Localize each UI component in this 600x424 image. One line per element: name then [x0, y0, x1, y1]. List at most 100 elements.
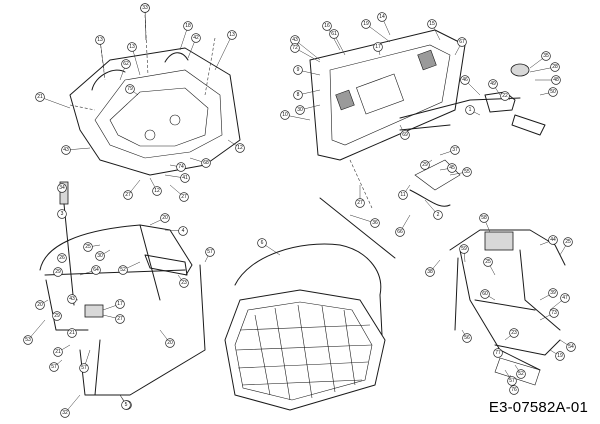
callout-circle: [395, 227, 405, 237]
callout-circle: [53, 267, 63, 277]
callout-89: 56: [462, 333, 472, 343]
callout-71: 36: [370, 218, 380, 228]
callout-circle: [293, 90, 303, 100]
callout-44: 15: [427, 19, 437, 29]
callout-circle: [295, 105, 305, 115]
callout-circle: [373, 42, 383, 52]
callout-22: 25: [83, 242, 93, 252]
callout-49: 61: [329, 29, 339, 39]
callout-circle: [57, 183, 67, 193]
callout-label: 57: [207, 249, 213, 255]
callout-23: 30: [95, 251, 105, 261]
callout-circle: [53, 347, 63, 357]
callout-label: 49: [490, 81, 496, 87]
callout-60: 22: [500, 91, 510, 101]
callout-label: 57: [509, 378, 515, 384]
callout-14: 41: [180, 173, 190, 183]
callout-70: 66: [395, 227, 405, 237]
callout-37: 21: [53, 347, 63, 357]
callout-circle: [425, 267, 435, 277]
callout-circle: [516, 369, 526, 379]
callout-label: 48: [553, 77, 559, 83]
callout-label: 18: [185, 23, 191, 29]
callout-59: 49: [488, 79, 498, 89]
callout-label: 47: [562, 295, 568, 301]
callout-15: 27: [123, 190, 133, 200]
callout-circle: [95, 35, 105, 45]
callout-circle: [280, 110, 290, 120]
callout-label: 2: [437, 212, 440, 218]
callout-circle: [121, 400, 131, 410]
callout-label: 52: [518, 371, 524, 377]
callout-10: 43: [61, 145, 71, 155]
callout-86: 76: [509, 385, 519, 395]
callout-34: 20: [165, 338, 175, 348]
callout-circle: [400, 130, 410, 140]
callout-label: 61: [331, 31, 337, 37]
callout-circle: [447, 163, 457, 173]
callout-48: 16: [322, 21, 332, 31]
callout-circle: [462, 167, 472, 177]
callout-circle: [227, 30, 237, 40]
callout-label: 25: [485, 259, 491, 265]
callout-label: 55: [464, 169, 470, 175]
callout-label: 29: [55, 269, 61, 275]
callout-84: 19: [555, 351, 565, 361]
callout-38: 57: [49, 362, 59, 372]
callout-circle: [127, 42, 137, 52]
callout-label: 23: [181, 280, 187, 286]
callout-label: 11: [400, 192, 405, 198]
callout-28: 57: [205, 247, 215, 257]
callout-39: 57: [79, 363, 89, 373]
callout-label: 34: [59, 185, 65, 191]
callout-label: 26: [59, 255, 65, 261]
callout-82: 73: [549, 308, 559, 318]
callout-label: 56: [464, 335, 470, 341]
callout-label: 59: [461, 246, 467, 252]
callout-75: 25: [563, 237, 573, 247]
callout-circle: [123, 190, 133, 200]
callout-label: 29: [422, 162, 428, 168]
seat-frame-mesh: [224, 243, 386, 411]
callout-circle: [257, 238, 267, 248]
callout-label: 6: [261, 240, 264, 246]
callout-label: 21: [55, 349, 61, 355]
callout-45: 67: [457, 37, 467, 47]
callout-leader-94: [144, 7, 147, 41]
callout-88: 77: [493, 348, 503, 358]
small-parts-right: [484, 63, 546, 136]
callout-circle: [457, 37, 467, 47]
callout-label: 28: [552, 64, 558, 70]
callout-24: 26: [57, 253, 67, 263]
callout-circle: [483, 257, 493, 267]
callout-93: 11: [398, 190, 408, 200]
callout-56: 69: [400, 130, 410, 140]
callout-circle: [500, 91, 510, 101]
callout-label: 27: [181, 194, 187, 200]
callout-circle: [176, 162, 186, 172]
callout-26: 29: [53, 267, 63, 277]
callout-12: 68: [201, 158, 211, 168]
callout-circle: [191, 33, 201, 43]
callout-78: 60: [480, 289, 490, 299]
callout-87: 57: [507, 376, 517, 386]
callout-circle: [293, 65, 303, 75]
callout-circle: [329, 29, 339, 39]
callout-circle: [541, 51, 551, 61]
callout-label: 20: [162, 215, 168, 221]
callout-circle: [488, 79, 498, 89]
callout-72: 6: [257, 238, 267, 248]
callout-label: 53: [25, 337, 31, 343]
callout-label: 37: [452, 147, 458, 153]
callout-circle: [460, 75, 470, 85]
callout-94: 33: [140, 3, 150, 13]
callout-circle: [361, 19, 371, 29]
callout-circle: [125, 84, 135, 94]
callout-circle: [115, 314, 125, 324]
callout-circle: [79, 363, 89, 373]
callout-67: 45: [447, 163, 457, 173]
callout-label: 57: [51, 364, 57, 370]
callout-35: 53: [23, 335, 33, 345]
callout-19: 3: [57, 209, 67, 219]
